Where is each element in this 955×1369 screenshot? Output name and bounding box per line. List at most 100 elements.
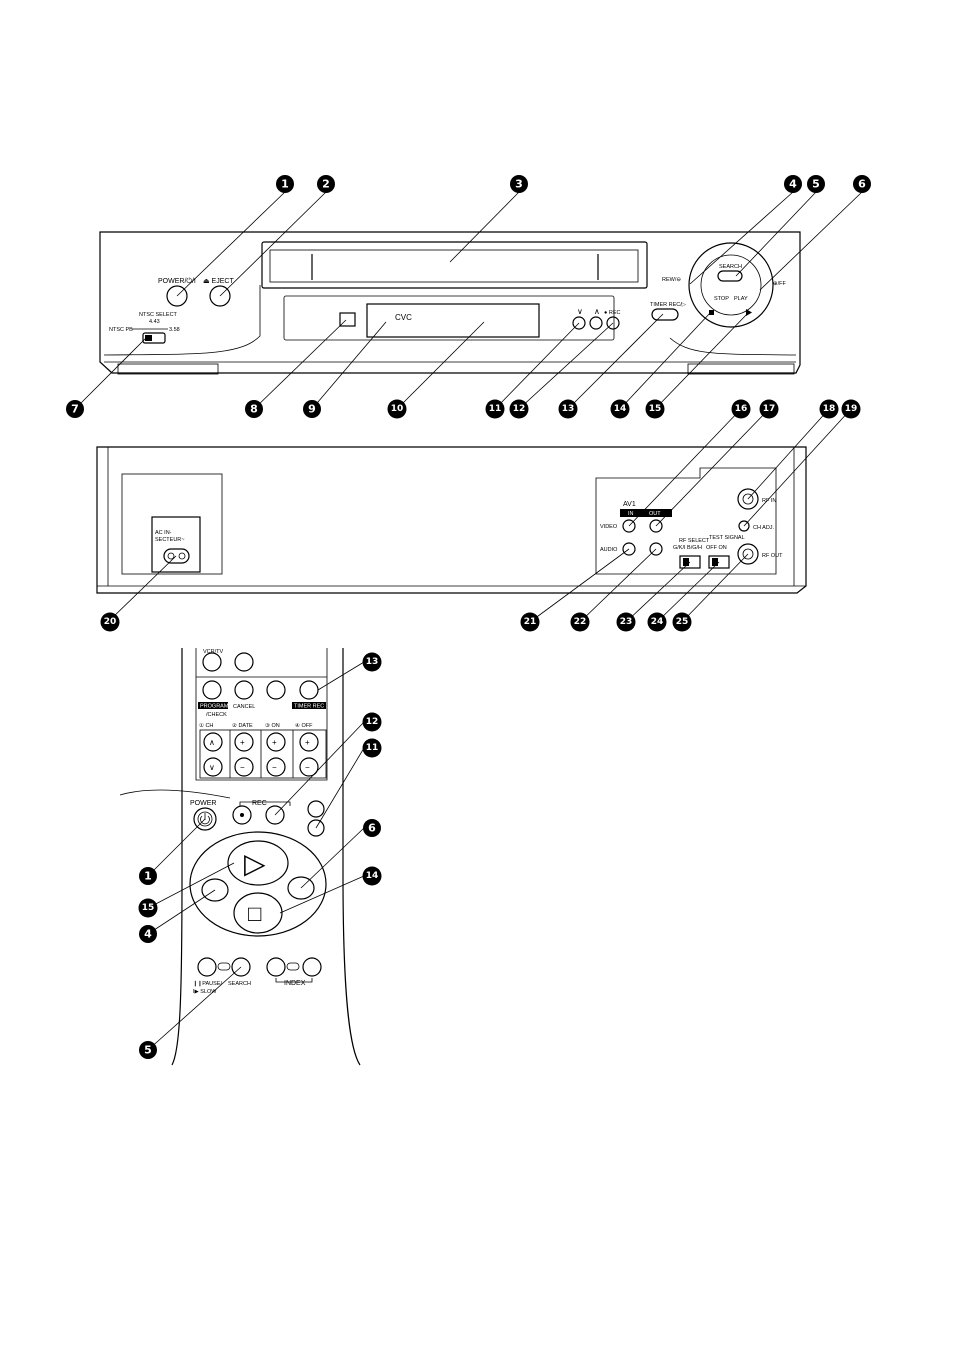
- av1-video-out[interactable]: [649, 519, 663, 533]
- power-button-remote[interactable]: [193, 807, 217, 831]
- ch-down-small-remote[interactable]: [307, 819, 325, 837]
- fl-display: [366, 303, 540, 338]
- rew-button-remote[interactable]: [201, 878, 229, 902]
- rf-in-socket[interactable]: [737, 488, 759, 510]
- ch-down-button[interactable]: [572, 316, 586, 330]
- svg-text:14: 14: [366, 871, 379, 881]
- index-next-button[interactable]: [302, 957, 322, 977]
- on-minus-button[interactable]: [266, 757, 286, 777]
- av1-audio-in[interactable]: [622, 542, 636, 556]
- svg-text:5: 5: [144, 1044, 152, 1057]
- remote-button-c[interactable]: [266, 680, 286, 700]
- timer-rec-button[interactable]: [651, 308, 679, 321]
- remote-button-b[interactable]: [234, 652, 254, 672]
- rf-out-socket[interactable]: [737, 543, 759, 565]
- ch-adj-control[interactable]: [738, 520, 750, 532]
- callout-remote-6: 6: [363, 819, 381, 837]
- test-signal-label: TEST SIGNAL: [709, 535, 745, 541]
- off-minus-button[interactable]: [299, 757, 319, 777]
- power-icon: [200, 813, 210, 825]
- callout-rear-25: 25: [672, 612, 692, 632]
- ch-down-button-remote[interactable]: [203, 757, 223, 777]
- callout-rear-16: 16: [731, 399, 751, 419]
- play-button-remote[interactable]: [227, 840, 289, 886]
- rec-button-remote[interactable]: [232, 805, 252, 825]
- ch-up-button-remote[interactable]: [203, 732, 223, 752]
- svg-text:6: 6: [858, 178, 866, 191]
- search-button-remote[interactable]: [231, 957, 251, 977]
- on-plus-glyph: +: [272, 738, 277, 747]
- callout-front-14: 14: [610, 399, 630, 419]
- stop-button-remote[interactable]: [233, 892, 283, 934]
- svg-text:24: 24: [651, 617, 664, 627]
- vcrtv-label: VCR/TV: [203, 649, 224, 655]
- rec-button[interactable]: [606, 316, 620, 330]
- callout-rear-21: 21: [520, 612, 540, 632]
- callouts: 1 2 3 4 5 6 7 8 9 10 11 12 13 14 15 16 1…: [66, 175, 871, 1059]
- play-label: PLAY: [734, 296, 748, 302]
- vcrtv-button[interactable]: [202, 652, 222, 672]
- pause-button[interactable]: [197, 957, 217, 977]
- callout-front-8: 8: [245, 400, 263, 418]
- svg-text:21: 21: [524, 617, 537, 627]
- ac-socket: [163, 548, 190, 564]
- svg-text:18: 18: [823, 404, 836, 414]
- off-minus-glyph: −: [305, 763, 310, 772]
- callout-remote-12: 12: [362, 712, 382, 732]
- program-button[interactable]: [202, 680, 222, 700]
- rf-out-label: RF OUT: [762, 553, 783, 559]
- rf-select-switch[interactable]: [679, 555, 701, 569]
- callout-remote-5: 5: [139, 1041, 157, 1059]
- svg-text:7: 7: [71, 403, 79, 416]
- svg-text:1: 1: [281, 178, 289, 191]
- ff-button-remote[interactable]: [287, 876, 315, 900]
- callout-rear-23: 23: [616, 612, 636, 632]
- callout-front-4: 4: [784, 175, 802, 193]
- index-label: INDEX: [284, 980, 306, 987]
- rf-select-opts: G/K/I B/G/H: [673, 545, 702, 551]
- rec-label: ● REC: [604, 310, 620, 316]
- off-plus-button[interactable]: [299, 732, 319, 752]
- ch-up-button[interactable]: [589, 316, 603, 330]
- svg-text:20: 20: [104, 617, 117, 627]
- rf-select-label: RF SELECT: [679, 538, 710, 544]
- on-minus-glyph: −: [272, 763, 277, 772]
- av1-video-in[interactable]: [622, 519, 636, 533]
- date-plus-button[interactable]: [234, 732, 254, 752]
- timer-rec-label: TIMER REC/▷: [650, 302, 687, 308]
- date-plus-glyph: +: [240, 738, 245, 747]
- index-prev-button[interactable]: [266, 957, 286, 977]
- callout-rear-19: 19: [841, 399, 861, 419]
- callout-front-6: 6: [853, 175, 871, 193]
- ch-up-small-remote[interactable]: [307, 800, 325, 818]
- eject-label: ⏏ EJECT: [203, 278, 234, 285]
- callout-remote-11: 11: [362, 738, 382, 758]
- svg-text:14: 14: [614, 404, 627, 414]
- timer-rec-button-remote[interactable]: [299, 680, 319, 700]
- svg-text:11: 11: [489, 404, 502, 414]
- transport-dial[interactable]: [688, 242, 774, 328]
- test-signal-switch[interactable]: [708, 555, 730, 569]
- av1-audio-out[interactable]: [649, 542, 663, 556]
- test-signal-opts: OFF ON: [706, 545, 727, 551]
- eject-button[interactable]: [209, 285, 231, 307]
- search-label-remote: SEARCH: [228, 981, 251, 987]
- off-plus-glyph: +: [305, 738, 310, 747]
- ntsc-select-switch[interactable]: [142, 332, 166, 344]
- out-label: OUT: [649, 511, 661, 517]
- ch-adj-label: CH ADJ.: [753, 525, 775, 531]
- power-button[interactable]: [166, 285, 188, 307]
- av1-label: AV1: [623, 501, 636, 508]
- svg-text:5: 5: [812, 178, 820, 191]
- cassette-slot[interactable]: [261, 241, 648, 289]
- remote-control: VCR/TV PROGRAM /CHECK CANCEL TIMER REC ①…: [119, 648, 361, 1066]
- callout-rear-22: 22: [570, 612, 590, 632]
- cancel-button[interactable]: [234, 680, 254, 700]
- ch-down-glyph-remote: ∨: [209, 763, 215, 772]
- rec-button-2-remote[interactable]: [265, 805, 285, 825]
- search-button[interactable]: [717, 270, 743, 282]
- svg-text:22: 22: [574, 617, 587, 627]
- date-minus-button[interactable]: [234, 757, 254, 777]
- on-plus-button[interactable]: [266, 732, 286, 752]
- svg-text:3: 3: [515, 178, 523, 191]
